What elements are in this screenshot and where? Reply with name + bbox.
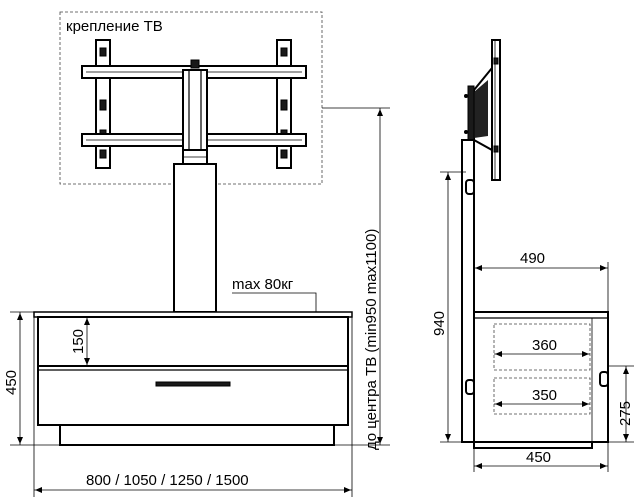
dim-side-height: 940 — [431, 171, 466, 443]
tv-mount-label: крепление ТВ — [66, 18, 163, 35]
dim-depth-base: 450 — [473, 442, 609, 472]
dim-tv-center: до центра ТВ (min950 max1100) — [322, 107, 390, 450]
max-load-leader — [232, 292, 317, 312]
dim-depth-inner-lower-value: 350 — [532, 387, 557, 404]
cabinet-side — [473, 311, 609, 449]
dim-width-value: 800 / 1050 / 1250 / 1500 — [86, 472, 249, 489]
dim-total-height: 450 — [3, 311, 60, 446]
dim-shelf-height: 275 — [608, 365, 634, 443]
dim-depth-top-value: 490 — [520, 250, 545, 267]
dim-depth-inner-upper: 360 — [494, 337, 590, 357]
dim-drawer-height: 150 — [70, 317, 90, 366]
dim-width: 800 / 1050 / 1250 / 1500 — [33, 317, 353, 497]
dim-depth-inner-upper-value: 360 — [532, 337, 557, 354]
max-load-label: max 80кг — [232, 276, 294, 293]
tv-mount-side — [464, 39, 501, 181]
dim-shelf-height-value: 275 — [617, 401, 634, 426]
dim-tv-center-value: до центра ТВ (min950 max1100) — [363, 229, 380, 450]
dim-side-height-value: 940 — [431, 311, 448, 336]
drawer-lower-outline — [493, 377, 591, 415]
dim-total-height-value: 450 — [3, 370, 20, 395]
tv-mount-bracket — [81, 39, 307, 169]
side-view: 940 490 360 350 275 — [431, 39, 634, 472]
dim-depth-base-value: 450 — [526, 449, 551, 466]
cabinet-front — [33, 311, 353, 446]
dim-depth-top: 490 — [474, 250, 609, 312]
front-view: крепление ТВ — [3, 11, 390, 497]
drawer-upper-outline — [493, 323, 591, 371]
pillar-side — [461, 139, 475, 443]
dim-depth-inner-lower: 350 — [494, 387, 590, 407]
column — [173, 149, 217, 313]
dim-drawer-height-value: 150 — [70, 329, 87, 354]
